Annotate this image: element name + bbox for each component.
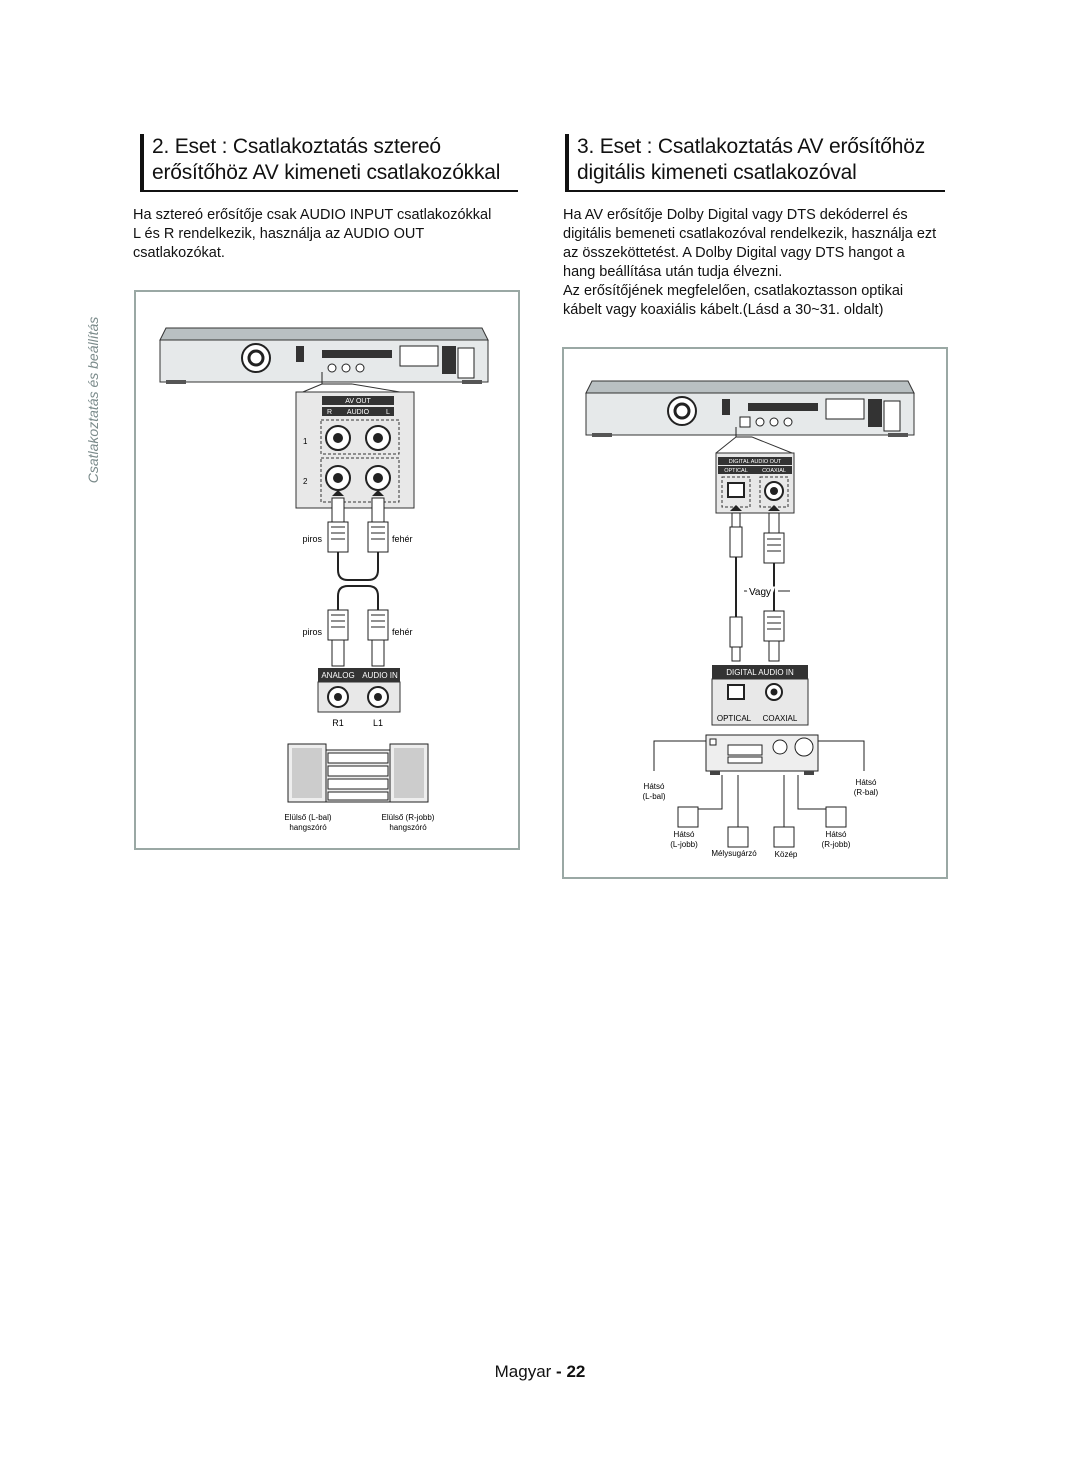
rear-r-label: Hátsó [826,830,847,839]
center-label: Közép [775,850,798,859]
red-label-bottom: piros [302,627,322,637]
rca-jack-icon [367,686,389,708]
speaker-icon [773,826,795,848]
rca-jack-icon [365,465,391,491]
footer-language: Magyar [494,1362,552,1381]
right-body-line: digitális bemeneti csatlakozóval rendelk… [563,226,937,242]
heading-bar [140,134,144,190]
stereo-system-icon [287,743,429,803]
digital-out-label: DIGITAL AUDIO OUT [729,459,782,465]
coaxial-port-icon [765,683,783,701]
dvd-recorder-icon [585,380,915,438]
right-body-line: Az erősítőjének megfelelően, csatlakozta… [563,283,904,299]
optical-label: OPTICAL [717,714,752,723]
r1-label: R1 [332,718,344,728]
rear-l-sub: (L-jobb) [670,840,698,849]
digital-diagram-svg: DIGITAL AUDIO OUT OPTICAL COAXIAL [585,380,915,859]
stereo-diagram-svg: AV OUT AUDIO R L 1 2 piros fehér [159,327,489,832]
rear-r-top-sub: (R-bal) [854,788,879,797]
left-body-line: Ha sztereó erősítője csak AUDIO INPUT cs… [133,207,492,223]
l-label: L [386,409,390,416]
rca-plug-icon [367,497,389,553]
optical-port-icon [727,684,745,700]
subwoofer-label: Mélysugárzó [711,849,757,858]
front-right-label: Elülső (R-jobb) [382,813,435,822]
dvd-recorder-icon [159,327,489,385]
heading-rule [565,190,945,192]
coaxial-top-label: COAXIAL [762,468,786,474]
heading-rule [140,190,518,192]
left-body-line: csatlakozókat. [133,245,225,261]
right-body-line: az összeköttetést. A Dolby Digital vagy … [563,245,905,261]
vagy-halo: Vagy [749,587,771,598]
rca-jack-icon [325,465,351,491]
right-body-line: kábelt vagy koaxiális kábelt.(Lásd a 30~… [563,302,884,318]
digital-connection-diagram: DIGITAL AUDIO OUT OPTICAL COAXIAL [562,347,948,879]
speaker-icon [825,806,847,828]
analog-in-label-b: AUDIO IN [362,671,398,680]
rca-plug-icon [367,609,389,667]
heading-bar [565,134,569,190]
right-heading-line1: 3. Eset : Csatlakoztatás AV erősítőhöz [577,135,926,158]
page-footer: Magyar - 22 [0,1362,1080,1382]
left-body-line: L és R rendelkezik, használja az AUDIO O… [133,226,425,242]
coaxial-label: COAXIAL [763,714,798,723]
side-chapter-label: Csatlakoztatás és beállítás [80,312,106,488]
audio-label: AUDIO [347,409,370,416]
coaxial-plug-icon [763,512,785,662]
side-chapter-text: Csatlakoztatás és beállítás [85,316,101,484]
row-1-label: 1 [303,437,308,446]
page-number: 22 [566,1362,586,1381]
speaker-icon [727,826,749,848]
rear-r-top-label: Hátsó [856,778,877,787]
rca-plug-icon [327,609,349,667]
white-label-top: fehér [392,534,413,544]
rear-l-label: Hátsó [674,830,695,839]
optical-plug-icon [729,512,743,662]
optical-top-label: OPTICAL [724,468,748,474]
left-heading-line1: 2. Eset : Csatlakoztatás sztereó [152,135,441,158]
front-left-sub: hangszóró [289,823,327,832]
left-heading: 2. Eset : Csatlakoztatás sztereó erősítő… [140,134,518,192]
av-out-label: AV OUT [345,398,371,405]
vagy-label: Vagy [749,587,771,598]
stereo-connection-diagram: AV OUT AUDIO R L 1 2 piros fehér [134,290,520,850]
front-left-label: Elülső (L-bal) [284,813,331,822]
rear-l-top-label: Hátsó [644,782,665,791]
digital-in-label: DIGITAL AUDIO IN [726,668,794,677]
speaker-icon [677,806,699,828]
left-body: Ha sztereó erősítője csak AUDIO INPUT cs… [133,206,519,263]
rca-jack-icon [325,425,351,451]
av-receiver-icon [705,734,819,775]
rear-r-sub: (R-jobb) [822,840,851,849]
white-label-bottom: fehér [392,627,413,637]
l1-label: L1 [373,718,383,728]
rca-jack-icon [365,425,391,451]
analog-in-label-a: ANALOG [321,671,354,680]
front-right-sub: hangszóró [389,823,427,832]
right-body-line: hang beállítása után tudja élvezni. [563,264,783,280]
footer-separator: - [551,1362,567,1381]
coaxial-port-icon [764,481,784,501]
right-heading-line2: digitális kimeneti csatlakozóval [577,161,857,184]
rca-jack-icon [327,686,349,708]
right-body-line: Ha AV erősítője Dolby Digital vagy DTS d… [563,207,908,223]
red-label-top: piros [302,534,322,544]
optical-port-icon [727,482,745,498]
left-heading-line2: erősítőhöz AV kimeneti csatlakozókkal [152,161,501,184]
rear-l-top-sub: (L-bal) [642,792,665,801]
right-body: Ha AV erősítője Dolby Digital vagy DTS d… [563,206,949,320]
r-label: R [327,409,332,416]
row-2-label: 2 [303,477,308,486]
right-heading: 3. Eset : Csatlakoztatás AV erősítőhöz d… [565,134,945,192]
